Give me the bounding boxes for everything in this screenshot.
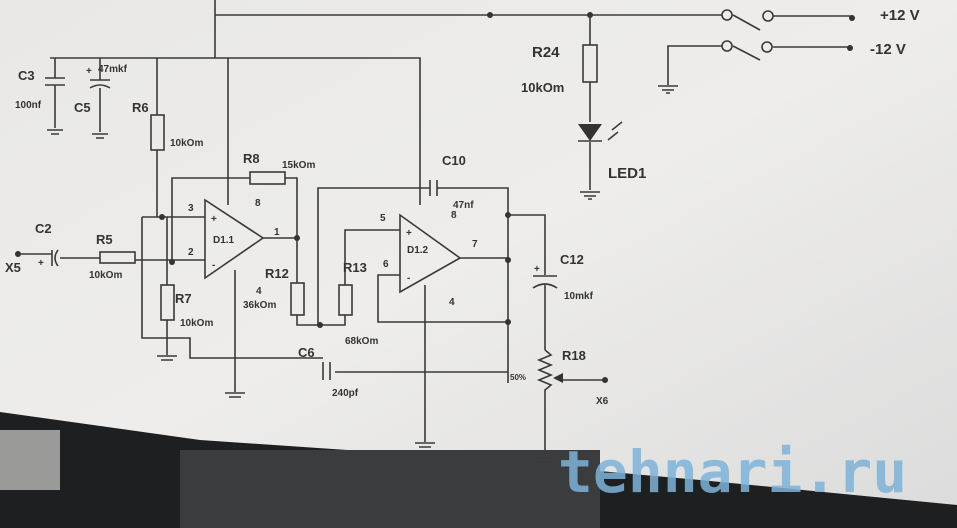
c10-label: C10 [442,153,466,168]
d1-1-pin1: 1 [274,227,280,238]
r24-resistor [582,44,598,83]
r18-label: R18 [562,348,586,363]
d1-1-pin2: 2 [188,247,194,258]
r6-value: 10kOm [170,138,203,149]
opamp-d1-1 [204,198,265,280]
d1-1-plus: + [211,214,217,225]
r8-resistor [249,171,286,185]
c12-polarity: + [534,264,540,275]
c6-value: 240pf [332,388,359,399]
c12-label: C12 [560,252,584,267]
labels: +12 V -12 V R24 10kOm LED1 C3 100nf + 47… [5,7,920,407]
c2-label: C2 [35,221,52,236]
desk-device [180,450,600,528]
d1-1-pin8: 8 [255,198,261,209]
r13-label: R13 [343,260,367,275]
x5-label: X5 [5,260,21,275]
r8-label: R8 [243,151,260,166]
c2-polarity: + [38,258,44,269]
wires [15,0,855,463]
led1-label: LED1 [608,165,646,182]
r13-value: 68kOm [345,336,378,347]
r24-label: R24 [532,44,560,61]
d1-2-pin4: 4 [449,297,455,308]
d1-2-pin7: 7 [472,239,478,250]
d1-2-plus: + [406,228,412,239]
r12-label: R12 [265,266,289,281]
d1-1-pin3: 3 [188,203,194,214]
d1-2-label: D1.2 [407,245,429,256]
r13-resistor [338,284,353,316]
r7-value: 10kOm [180,318,213,329]
r12-value: 36kOm [243,300,276,311]
d1-2-pin5: 5 [380,213,386,224]
r18-setting: 50% [510,373,526,382]
desk-object [0,430,60,490]
r6-label: R6 [132,100,149,115]
r7-resistor [160,284,175,321]
d1-1-label: D1.1 [213,235,235,246]
c5-polarity: + [86,66,92,77]
d1-1-minus: - [212,260,215,271]
c3-value: 100nf [15,100,42,111]
r8-value: 15kOm [282,160,315,171]
c10-value: 47nf [453,200,474,211]
d1-2-pin6: 6 [383,259,389,270]
opamp-d1-2 [399,213,462,294]
d1-2-pin8: 8 [451,210,457,221]
paper-sheet [0,0,957,505]
r5-value: 10kOm [89,270,122,281]
c3-label: C3 [18,68,35,83]
c5-label: C5 [74,100,91,115]
watermark: tehnari.ru [558,438,907,506]
r6-resistor [150,114,165,151]
c12-value: 10mkf [564,291,594,302]
r12-resistor [290,282,305,316]
x6-label: X6 [596,396,609,407]
d1-1-pin4: 4 [256,286,262,297]
c6-label: C6 [298,345,315,360]
plus-12v-label: +12 V [880,7,920,24]
r24-value: 10kOm [521,80,564,95]
minus-12v-label: -12 V [870,41,906,58]
c5-value: 47mkf [98,64,128,75]
led1-diode [578,124,602,141]
r5-label: R5 [96,232,113,247]
r7-label: R7 [175,291,192,306]
d1-2-minus: - [407,273,410,284]
r5-resistor [99,251,136,264]
